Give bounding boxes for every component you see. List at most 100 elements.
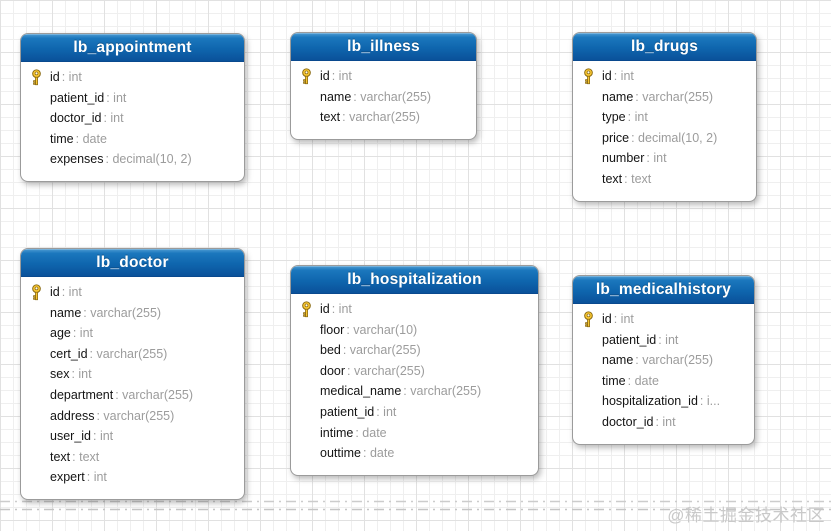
table-node[interactable]: lb_hospitalization id : int floor: [290, 265, 539, 476]
table-field-row[interactable]: medical_name : varchar(255): [291, 381, 534, 402]
table-node[interactable]: lb_appointment id : int patient_id: [20, 33, 245, 182]
table-field-row[interactable]: expert : int: [21, 467, 240, 488]
field-name: patient_id: [602, 332, 657, 347]
table-field-row[interactable]: name : varchar(255): [21, 303, 240, 324]
table-field-row[interactable]: expenses : decimal(10, 2): [21, 149, 240, 170]
table-field-list: id : int name : varchar(255) age : i: [21, 277, 244, 499]
table-field-row[interactable]: patient_id : int: [573, 330, 750, 351]
field-name: time: [602, 373, 626, 388]
table-field-row[interactable]: address : varchar(255): [21, 406, 240, 427]
field-name: id: [50, 70, 60, 84]
field-name: outtime: [320, 446, 361, 461]
table-node[interactable]: lb_doctor id : int name : varchar: [20, 248, 245, 500]
table-field-row[interactable]: sex : int: [21, 364, 240, 385]
table-field-row[interactable]: name : varchar(255): [573, 350, 750, 371]
field-type: : int: [61, 285, 82, 299]
table-field-row[interactable]: name : varchar(255): [573, 87, 752, 108]
table-header[interactable]: lb_doctor: [21, 249, 244, 277]
table-header[interactable]: lb_appointment: [21, 34, 244, 62]
table-field-row[interactable]: number : int: [573, 148, 752, 169]
field-type: : varchar(255): [635, 353, 714, 368]
table-field-row[interactable]: id : int: [291, 66, 472, 87]
key-cell: [21, 345, 50, 363]
table-field-row[interactable]: doctor_id : int: [21, 108, 240, 129]
table-field-row[interactable]: id : int: [291, 299, 534, 320]
field-name: expert: [50, 470, 85, 485]
primary-key-icon: [302, 301, 311, 318]
field-name: medical_name: [320, 384, 402, 399]
key-cell: [291, 424, 320, 442]
field-type: : i...: [699, 394, 721, 409]
table-field-row[interactable]: floor : varchar(10): [291, 320, 534, 341]
table-name: lb_hospitalization: [347, 271, 482, 288]
table-field-row[interactable]: user_id : int: [21, 426, 240, 447]
field-type: : int: [613, 69, 634, 83]
key-cell: [573, 310, 602, 328]
field-type: : text: [72, 449, 100, 464]
key-cell: [21, 324, 50, 342]
field-name: hospitalization_id: [602, 394, 698, 409]
table-field-row[interactable]: doctor_id : int: [573, 412, 750, 433]
table-field-row[interactable]: bed : varchar(255): [291, 340, 534, 361]
field-type: : int: [71, 367, 92, 382]
table-field-row[interactable]: time : date: [21, 129, 240, 150]
table-field-row[interactable]: id : int: [21, 282, 240, 303]
table-field-row[interactable]: name : varchar(255): [291, 87, 472, 108]
table-field-row[interactable]: cert_id : varchar(255): [21, 344, 240, 365]
field-name: id: [602, 69, 612, 83]
table-field-row[interactable]: patient_id : int: [291, 402, 534, 423]
field-name: age: [50, 326, 71, 341]
table-name: lb_illness: [347, 38, 420, 55]
primary-key-icon: [584, 311, 593, 328]
table-node[interactable]: lb_drugs id : int name : varchar(: [572, 32, 757, 202]
primary-key-icon: [302, 68, 311, 85]
field-type: : int: [376, 404, 397, 419]
key-cell: [573, 351, 602, 369]
field-type: : int: [86, 470, 107, 485]
table-field-row[interactable]: text : varchar(255): [291, 107, 472, 128]
table-header[interactable]: lb_drugs: [573, 33, 756, 61]
field-type: : int: [627, 110, 648, 125]
table-field-row[interactable]: door : varchar(255): [291, 361, 534, 382]
table-field-row[interactable]: id : int: [21, 67, 240, 88]
field-name: price: [602, 130, 630, 145]
key-cell: [291, 403, 320, 421]
field-type: : varchar(255): [353, 89, 432, 104]
field-name: id: [602, 312, 612, 326]
field-name: id: [320, 302, 330, 316]
table-header[interactable]: lb_medicalhistory: [573, 276, 754, 304]
field-name: type: [602, 110, 626, 125]
table-field-row[interactable]: text : text: [573, 169, 752, 190]
field-name: id: [320, 69, 330, 83]
table-field-row[interactable]: patient_id : int: [21, 88, 240, 109]
field-type: : varchar(255): [83, 305, 162, 320]
table-field-row[interactable]: price : decimal(10, 2): [573, 128, 752, 149]
table-field-row[interactable]: text : text: [21, 447, 240, 468]
table-field-row[interactable]: time : date: [573, 371, 750, 392]
table-field-row[interactable]: intime : date: [291, 423, 534, 444]
table-header[interactable]: lb_hospitalization: [291, 266, 538, 294]
table-field-row[interactable]: hospitalization_id : i...: [573, 391, 750, 412]
primary-key-icon: [584, 68, 593, 85]
table-field-row[interactable]: outtime : date: [291, 443, 534, 464]
table-field-list: id : int name : varchar(255) text :: [291, 61, 476, 139]
table-header[interactable]: lb_illness: [291, 33, 476, 61]
table-field-row[interactable]: id : int: [573, 66, 752, 87]
field-name: intime: [320, 425, 354, 440]
table-field-row[interactable]: department : varchar(255): [21, 385, 240, 406]
field-type: : int: [331, 69, 352, 83]
field-name: cert_id: [50, 346, 88, 361]
table-field-row[interactable]: age : int: [21, 323, 240, 344]
field-type: : int: [93, 429, 114, 444]
table-field-row[interactable]: type : int: [573, 107, 752, 128]
key-cell: [291, 108, 320, 126]
key-cell: [21, 448, 50, 466]
field-name: text: [602, 171, 623, 186]
table-node[interactable]: lb_medicalhistory id : int patient_id: [572, 275, 755, 445]
table-field-row[interactable]: id : int: [573, 309, 750, 330]
field-name: patient_id: [50, 90, 105, 105]
table-field-list: id : int patient_id : int doctor_id: [21, 62, 244, 181]
table-node[interactable]: lb_illness id : int name : varcha: [290, 32, 477, 140]
key-cell: [21, 427, 50, 445]
